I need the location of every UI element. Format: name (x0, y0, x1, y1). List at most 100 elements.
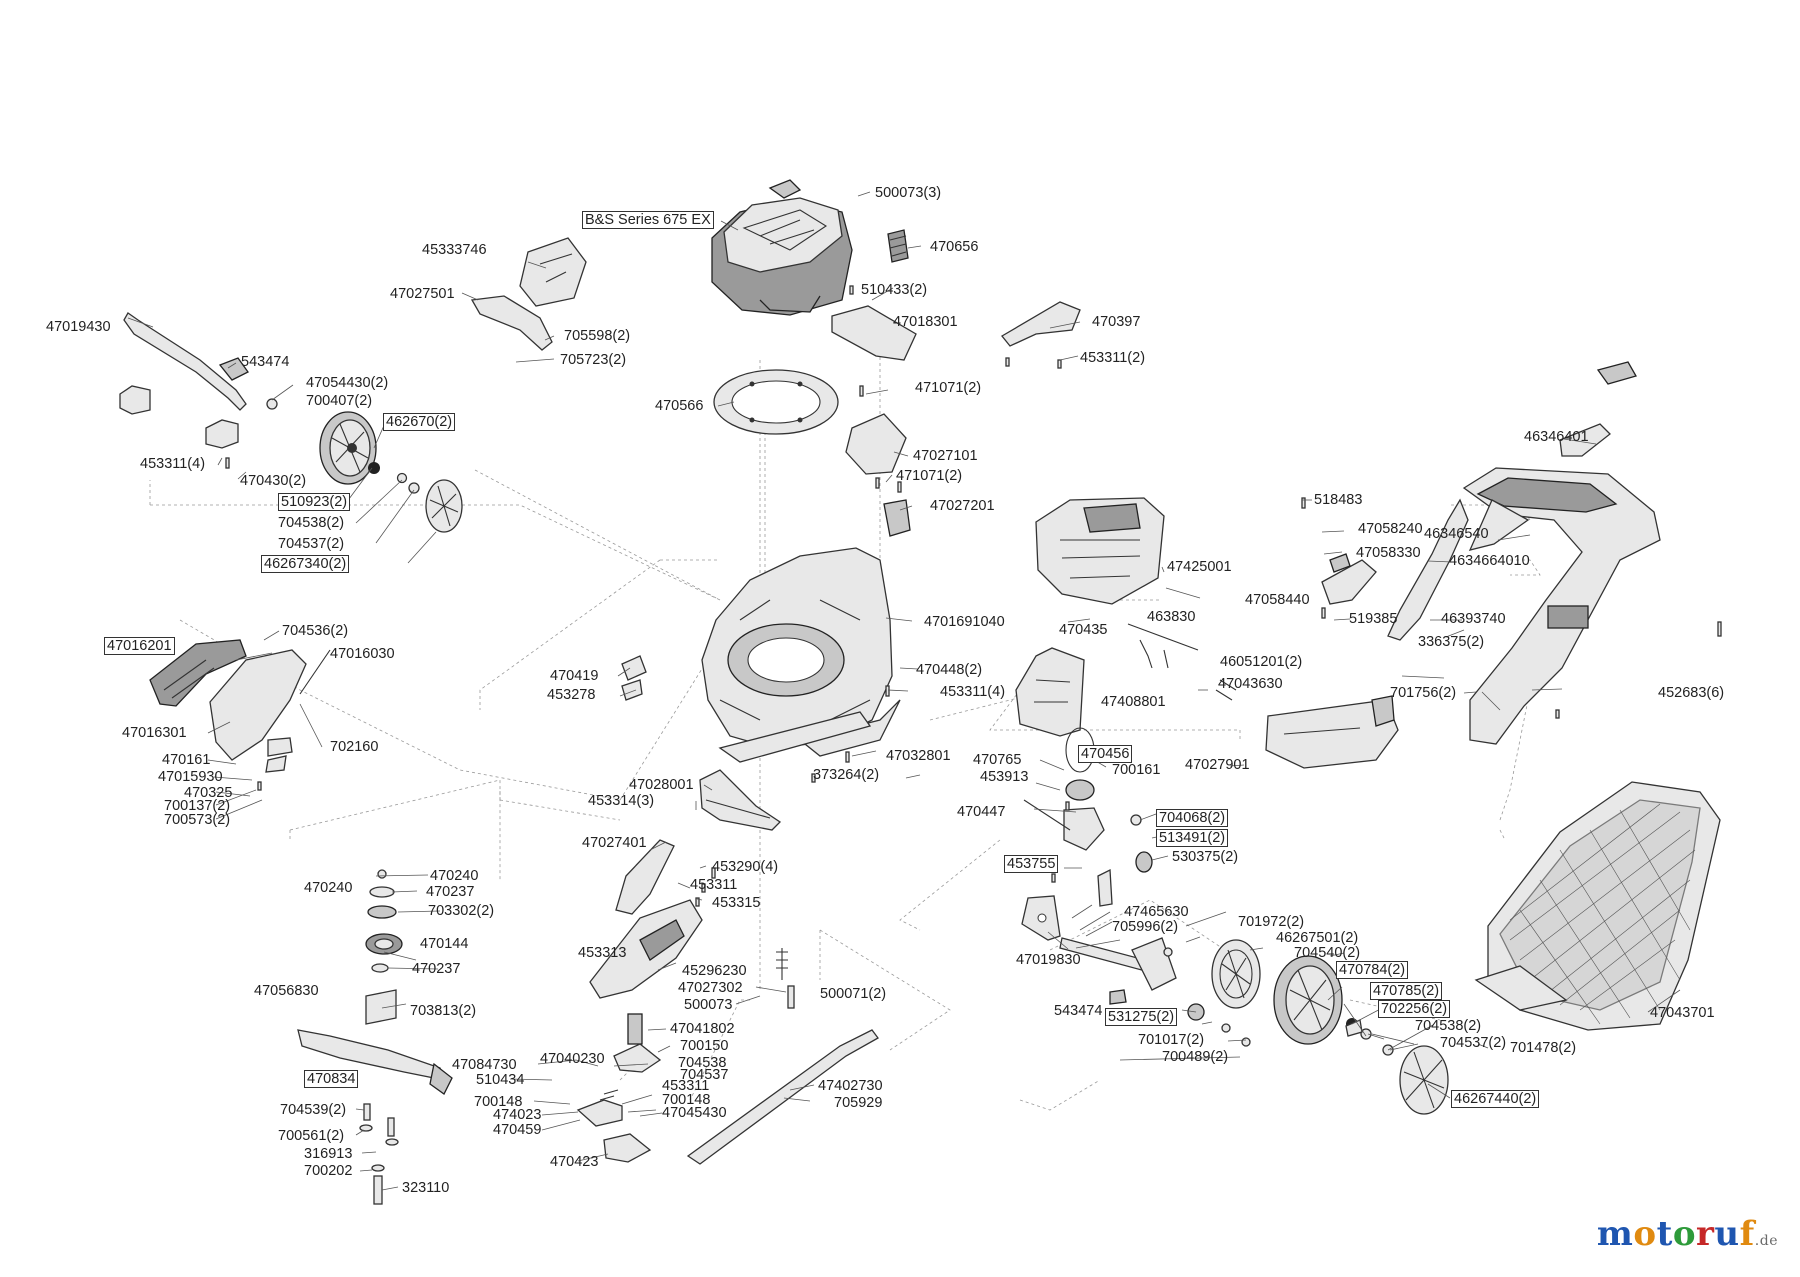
part-label: 470240 (430, 868, 479, 884)
front-wheel-small (1211, 939, 1261, 1009)
part-label: 47018301 (893, 314, 958, 330)
part-label: 703302(2) (428, 903, 495, 919)
discharge-chute (1265, 695, 1399, 769)
cutting-blade (297, 1029, 453, 1095)
part-label-boxed: 704068(2) (1156, 809, 1229, 827)
part-label: 46051201(2) (1220, 654, 1303, 670)
part-label: 323110 (402, 1180, 450, 1196)
part-label: 530375(2) (1172, 849, 1239, 865)
part-label-boxed: 513491(2) (1156, 829, 1229, 847)
deck-side-plates (621, 655, 872, 763)
part-label: 705996(2) (1112, 919, 1179, 935)
part-label-boxed: 510923(2) (278, 493, 351, 511)
part-label: 453311(4) (940, 684, 1006, 700)
throttle-cover (519, 237, 587, 307)
part-label: 463830 (1147, 609, 1196, 625)
part-label-boxed: 462670(2) (383, 413, 456, 431)
part-label: 470237 (426, 884, 475, 900)
part-label: 704539(2) (280, 1102, 347, 1118)
part-label: 4634664010 (1449, 553, 1530, 569)
axle-rod (686, 1029, 879, 1165)
part-label: 47019830 (1016, 952, 1081, 968)
part-label: 453311(4) (140, 456, 206, 472)
part-label: 704538(2) (278, 515, 345, 531)
part-label: 452683(6) (1658, 685, 1725, 701)
part-label-boxed: 531275(2) (1105, 1008, 1178, 1026)
hub-cap-left (425, 479, 463, 533)
part-label: 701017(2) (1138, 1032, 1205, 1048)
part-label: 470448(2) (916, 662, 983, 678)
part-label: 510434 (476, 1072, 525, 1088)
part-label: 470656 (930, 239, 979, 255)
rear-wheel-right (1273, 955, 1394, 1056)
engine (711, 179, 853, 316)
part-label: 700407(2) (306, 393, 373, 409)
part-label: 470430(2) (240, 473, 307, 489)
part-label: 47015930 (158, 769, 223, 785)
rear-small-parts (265, 649, 331, 773)
blade-bolt-stack (359, 1103, 399, 1205)
air-grille (887, 229, 909, 263)
part-label: 47041802 (670, 1021, 735, 1037)
part-label: 700150 (680, 1038, 729, 1054)
part-label: 700161 (1112, 762, 1161, 778)
part-label: 471071(2) (896, 468, 963, 484)
part-label: 471071(2) (915, 380, 982, 396)
part-label: 47027101 (913, 448, 978, 464)
part-label-boxed: 46267440(2) (1451, 1090, 1540, 1108)
part-label: 316913 (304, 1146, 353, 1162)
engine-model-label: B&S Series 675 EX (582, 211, 714, 229)
part-label: 470397 (1092, 314, 1141, 330)
part-label: 704538 (678, 1055, 727, 1071)
gearbox (1023, 779, 1153, 873)
part-label: 519385 (1349, 611, 1398, 627)
part-label: 705598(2) (564, 328, 631, 344)
part-label: 470240 (304, 880, 353, 896)
part-label: 47465630 (1124, 904, 1189, 920)
grass-bag (1474, 781, 1721, 1031)
part-label: 453311 (690, 877, 738, 893)
mower-deck (701, 547, 901, 757)
rear-wheel-left (319, 411, 377, 485)
screws (225, 285, 1722, 907)
part-label: 700148 (474, 1094, 523, 1110)
watermark-letters: motoruf (1597, 1214, 1755, 1254)
cable-bracket (470, 295, 553, 351)
cable-guide (1127, 623, 1237, 701)
part-label: 453278 (547, 687, 596, 703)
watermark-letter: r (1696, 1214, 1715, 1254)
part-label: 47028001 (629, 777, 694, 793)
part-label: 47016030 (330, 646, 395, 662)
part-label: 373264(2) (813, 767, 880, 783)
watermark-letter: u (1714, 1214, 1740, 1254)
part-label: 704537 (680, 1067, 729, 1083)
blade-adapter-stack (365, 869, 403, 1025)
part-label: 453913 (980, 769, 1029, 785)
part-label-boxed: 470834 (304, 1070, 359, 1088)
part-label: 453315 (712, 895, 761, 911)
part-label: 518483 (1314, 492, 1363, 508)
drive-cover (1015, 647, 1085, 737)
part-label: 470447 (957, 804, 1006, 820)
part-label-boxed: 47016201 (104, 637, 175, 655)
part-label-boxed: 46267340(2) (261, 555, 350, 573)
part-label: 453314(3) (588, 793, 655, 809)
part-label: 47402730 (818, 1078, 883, 1094)
part-label: 45333746 (422, 242, 487, 258)
part-label: 47016301 (122, 725, 187, 741)
part-label-boxed: 470456 (1078, 745, 1133, 763)
clamp-parts (119, 385, 239, 449)
part-label: 470459 (493, 1122, 542, 1138)
deflector-bracket (1001, 301, 1081, 347)
part-label: 700202 (304, 1163, 353, 1179)
part-label: 45296230 (682, 963, 747, 979)
part-label: 701972(2) (1238, 914, 1305, 930)
part-label: 47040230 (540, 1051, 605, 1067)
watermark-letter: o (1672, 1214, 1696, 1254)
part-label: 700489(2) (1162, 1049, 1229, 1065)
part-label: 702160 (330, 739, 379, 755)
part-label: 470144 (420, 936, 469, 952)
part-label: 47045430 (662, 1105, 727, 1121)
part-label: 700573(2) (164, 812, 231, 828)
watermark-letter: m (1596, 1214, 1634, 1254)
